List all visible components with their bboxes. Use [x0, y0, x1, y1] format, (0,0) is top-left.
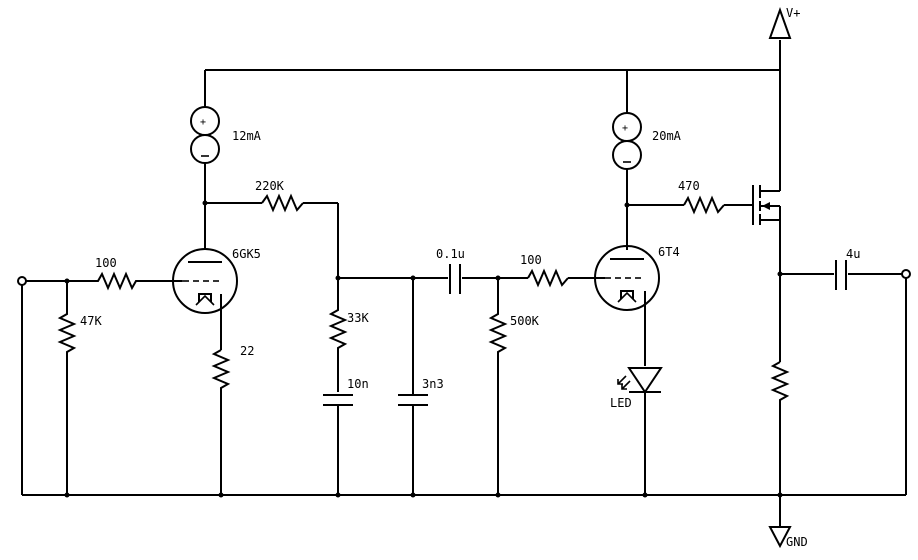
shunt-capacitor-2: 3n3 [398, 275, 444, 498]
grid-stopper-resistor: 100 [520, 253, 605, 288]
output-terminal [901, 269, 911, 495]
gate-resistor-label: 470 [678, 179, 700, 193]
grid-ground-resistor: 500K [488, 275, 540, 498]
plate-feedback-resistor: 220K [202, 179, 339, 278]
ground-symbol: GND [768, 495, 808, 549]
plate-feedback-resistor-label: 220K [255, 179, 285, 193]
led-emission-arrows-icon [617, 375, 631, 390]
shunt-capacitor-label: 10n [347, 377, 369, 391]
source-resistor [770, 361, 790, 498]
grid-ground-resistor-label: 500K [510, 314, 540, 328]
tube-6gk5-label: 6GK5 [232, 247, 261, 261]
gate-resistor: 470 [624, 179, 753, 215]
vplus-label: V+ [786, 6, 800, 20]
current-source-12ma: + 12mA [190, 70, 262, 250]
coupling-capacitor: 0.1u [436, 247, 528, 294]
input-terminal [17, 276, 90, 495]
shunt-capacitor: 10n [323, 377, 369, 498]
input-ground-resistor: 47K [57, 278, 102, 498]
output-capacitor-label: 4u [846, 247, 860, 261]
current-source-20ma: + 20mA [612, 70, 682, 250]
tube-6gk5: 6GK5 [172, 247, 261, 350]
vplus-supply-symbol: V+ [768, 6, 800, 39]
interstage-node [335, 275, 448, 281]
shunt-resistor-label: 33K [347, 311, 369, 325]
shunt-resistor: 33K [328, 278, 369, 392]
cathode-resistor: 22 [211, 344, 254, 498]
grid-stopper-resistor-label: 100 [520, 253, 542, 267]
cathode-led: LED [610, 367, 663, 498]
gnd-label: GND [786, 535, 808, 549]
current-source-20ma-label: 20mA [652, 129, 682, 143]
svg-text:+: + [622, 123, 628, 134]
coupling-capacitor-label: 0.1u [436, 247, 465, 261]
tube-6t4-label: 6T4 [658, 245, 680, 259]
mosfet-follower [752, 185, 781, 362]
input-ground-resistor-label: 47K [80, 314, 102, 328]
shunt-capacitor-2-label: 3n3 [422, 377, 444, 391]
input-grid-resistor-label: 100 [95, 256, 117, 270]
input-grid-resistor: 100 [90, 256, 182, 291]
output-capacitor: 4u [777, 247, 902, 290]
current-source-12ma-label: 12mA [232, 129, 262, 143]
vplus-rail [205, 40, 781, 185]
cathode-resistor-label: 22 [240, 344, 254, 358]
tube-6t4: 6T4 [594, 245, 680, 366]
svg-text:+: + [200, 117, 206, 128]
led-label: LED [610, 396, 632, 410]
